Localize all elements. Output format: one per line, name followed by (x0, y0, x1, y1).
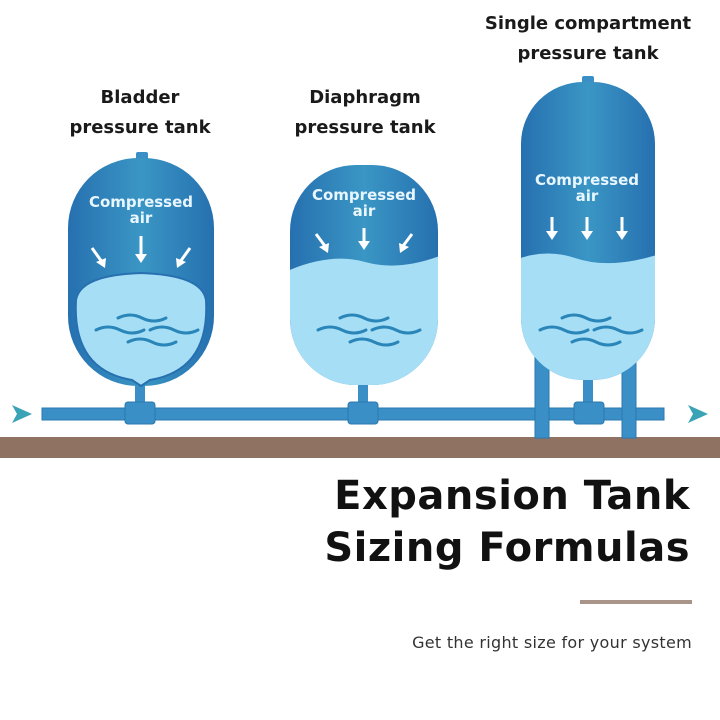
flow-in-arrow-icon (12, 405, 32, 423)
air-label: Compressed (312, 186, 416, 204)
page-title: Expansion Tank Sizing Formulas (324, 470, 690, 574)
water-waves-icon (316, 313, 422, 347)
pressure-arrows-icon (314, 228, 414, 253)
air-label: air (130, 209, 153, 227)
ground (0, 437, 720, 458)
air-label: air (353, 202, 376, 220)
air-label: Compressed (89, 193, 193, 211)
tank-label: pressure tank (517, 43, 659, 64)
tank-label: Bladder (101, 87, 180, 108)
subtitle: Get the right size for your system (412, 633, 692, 652)
tank-label: pressure tank (294, 117, 436, 138)
tank-label: pressure tank (69, 117, 211, 138)
air-label: Compressed (535, 171, 639, 189)
divider (580, 600, 692, 604)
tank-label: Single compartment (485, 13, 692, 34)
pressure-arrows-icon (90, 236, 192, 268)
flow-out-arrow-icon (688, 405, 708, 423)
bladder-tank: Compressed air (68, 152, 214, 425)
title-line: Sizing Formulas (324, 525, 690, 571)
title-line: Expansion Tank (334, 473, 690, 519)
water-waves-icon (94, 313, 200, 347)
diaphragm-tank: Compressed air (290, 165, 438, 425)
pressure-arrows-icon (546, 217, 628, 240)
air-label: air (576, 187, 599, 205)
single-compartment-tank: Compressed air (521, 76, 655, 439)
water-waves-icon (538, 313, 644, 347)
tank-label: Diaphragm (309, 87, 421, 108)
